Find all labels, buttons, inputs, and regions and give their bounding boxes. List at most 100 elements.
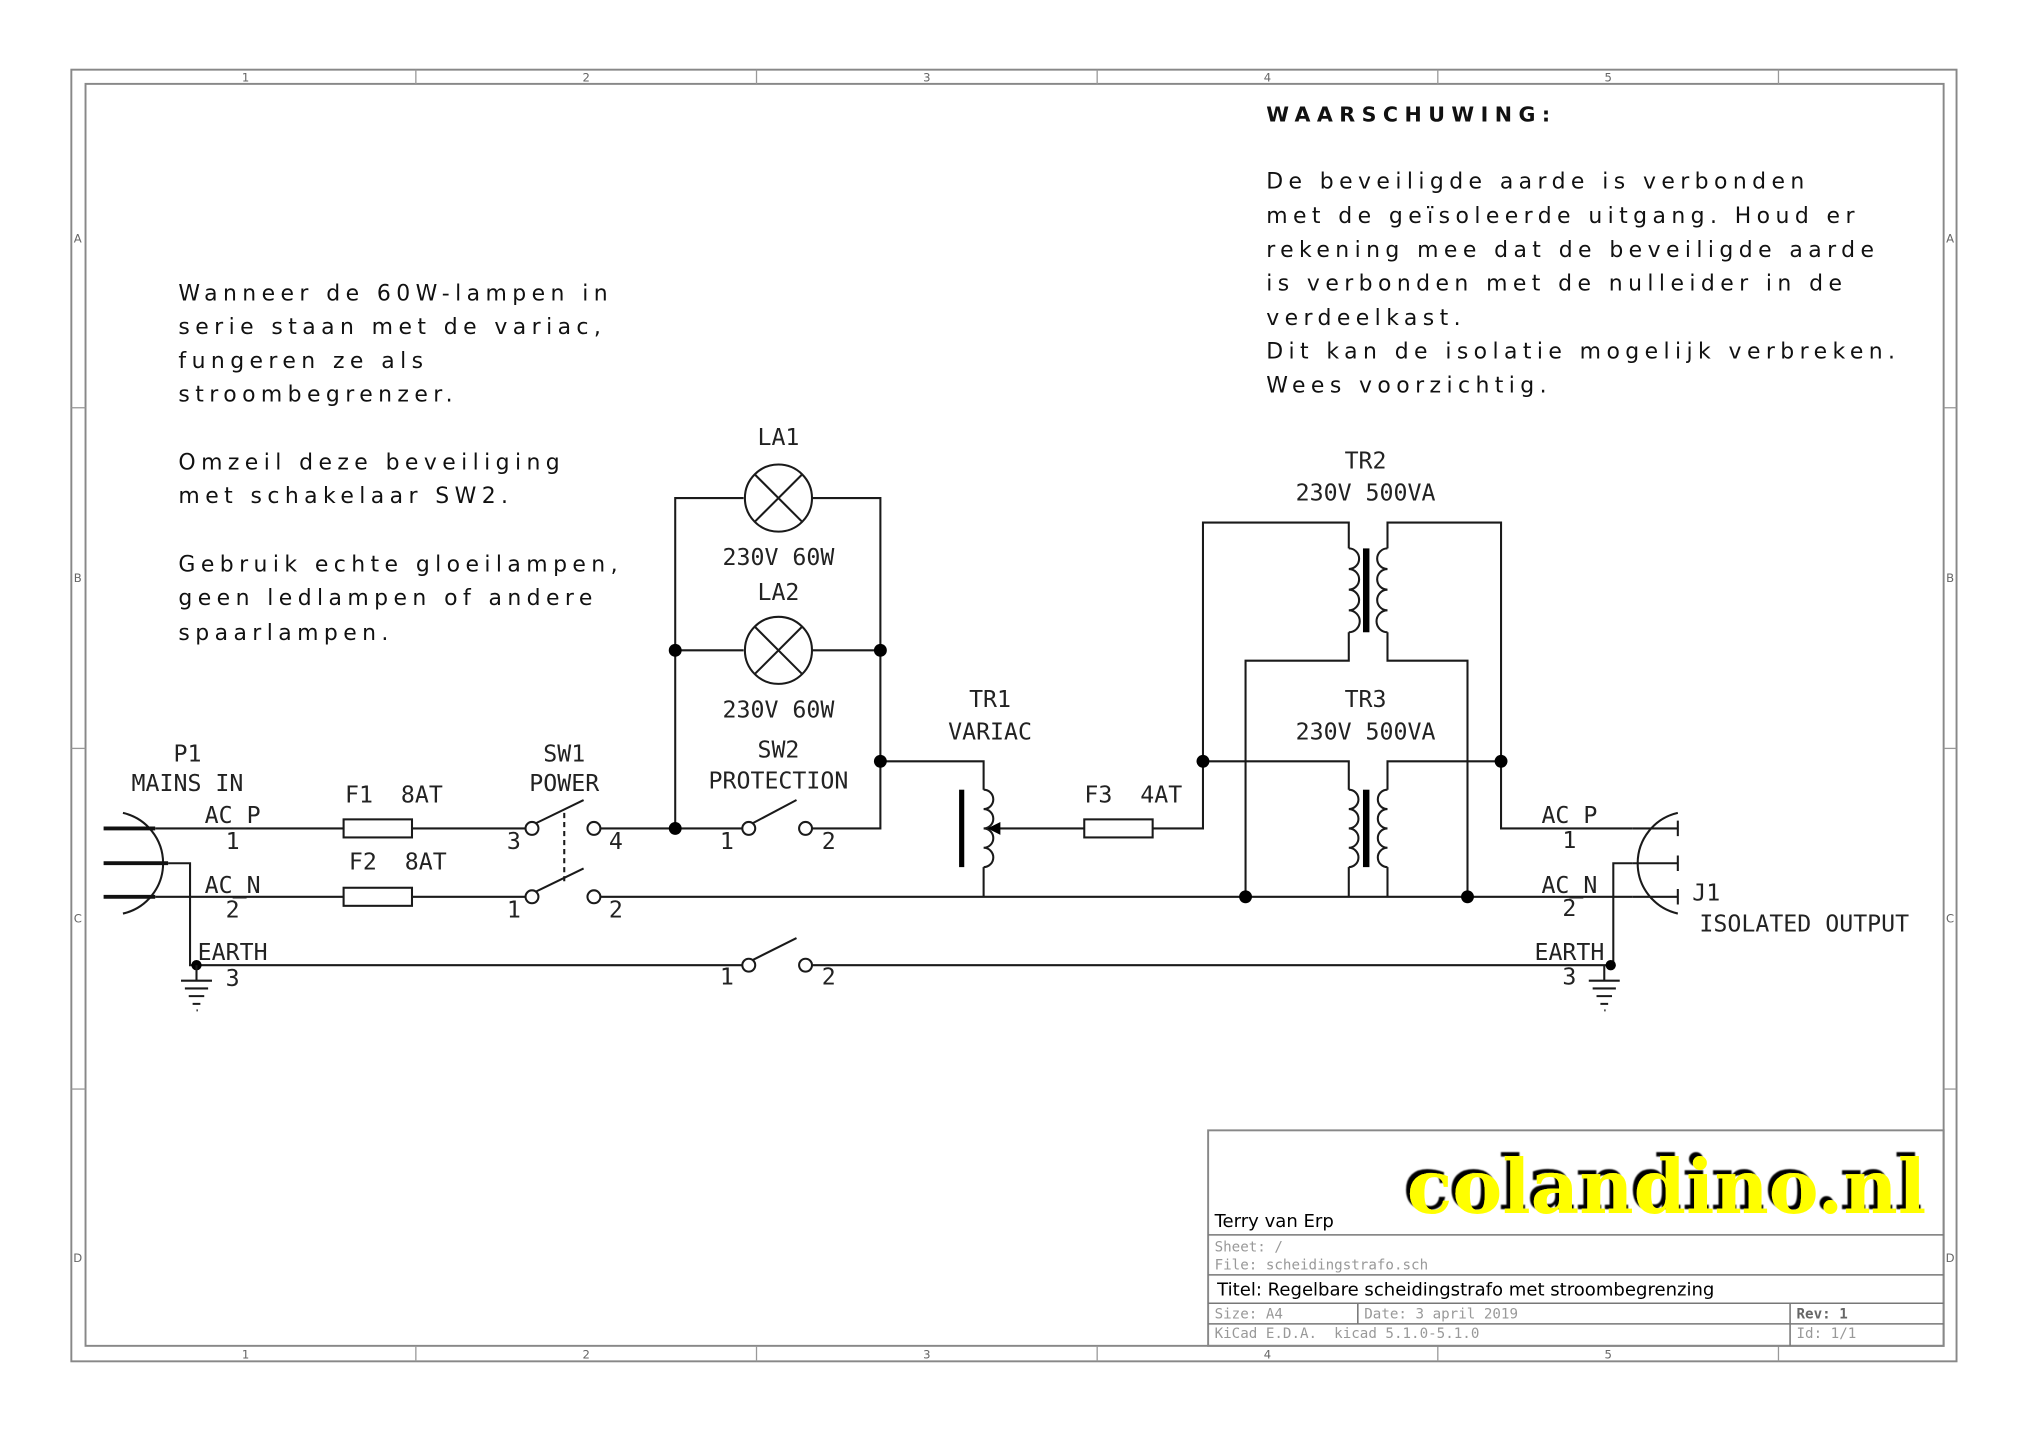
left-note: Wanneer de 60W-lampen in serie staan met… <box>178 282 623 646</box>
variac-tr1: TR1 VARIAC <box>948 686 1032 869</box>
pin-name: EARTH <box>1534 939 1604 966</box>
pin-number: 1 <box>1562 827 1576 854</box>
f3-label: F3 4AT <box>1084 782 1182 809</box>
warning-line: De beveiligde aarde is verbonden <box>1266 169 1810 194</box>
pin-name: AC_N <box>205 872 261 899</box>
pin-number: 3 <box>226 965 240 992</box>
revision: Rev: 1 <box>1797 1307 1848 1323</box>
warning-line: is verbonden met de nulleider in de <box>1266 271 1847 296</box>
sheet-title: Titel: Regelbare scheidingstrafo met str… <box>1216 1280 1714 1301</box>
tr2-value: 230V 500VA <box>1296 480 1436 507</box>
p1-ref: P1 <box>173 740 201 767</box>
f1-label: F1 8AT <box>345 782 443 809</box>
note-line: serie staan met de variac, <box>178 315 606 340</box>
paper-size: Size: A4 <box>1215 1307 1283 1323</box>
column-label: 5 <box>1604 70 1611 84</box>
tool-version: KiCad E.D.A. kicad 5.1.0-5.1.0 <box>1215 1326 1480 1342</box>
warning-line: met de geïsoleerde uitgang. Houd er <box>1266 204 1860 229</box>
j1-value: ISOLATED OUTPUT <box>1699 911 1909 938</box>
p1-value: MAINS IN <box>132 770 244 797</box>
column-label: 4 <box>1264 70 1271 84</box>
note-line: stroombegrenzer. <box>178 382 458 407</box>
fuse-f1: F1 8AT <box>342 782 443 839</box>
warning-line: verdeelkast. <box>1266 306 1466 331</box>
junctions <box>191 643 1616 971</box>
fuse-f2: F2 8AT <box>342 849 447 907</box>
note-line: Wanneer de 60W-lampen in <box>178 282 613 307</box>
note-line: Gebruik echte gloeilampen, <box>178 553 623 578</box>
row-label: D <box>73 1251 82 1265</box>
fuse-f3: F3 4AT <box>1083 782 1182 839</box>
la2-ref: LA2 <box>757 579 799 606</box>
column-label: 2 <box>582 70 589 84</box>
pin-number: 2 <box>822 964 836 991</box>
column-label: 5 <box>1604 1348 1611 1362</box>
row-label: A <box>1946 232 1954 246</box>
sw2-value: PROTECTION <box>709 767 849 794</box>
warning-line: Dit kan de isolatie mogelijk verbreken. <box>1266 340 1900 365</box>
warning-title: WAARSCHUWING: <box>1266 102 1556 126</box>
p1-mains-connector: P1 MAINS IN AC_P 1 AC_N 2 EARTH 3 <box>103 740 268 992</box>
j1-output-connector: AC_P 1 AC_N 2 EARTH 3 J1 ISOLATED OUTPUT <box>1534 802 1909 990</box>
warning-note: WAARSCHUWING: De beveiligde aarde is ver… <box>1266 102 1900 398</box>
pin-number: 2 <box>1562 895 1576 922</box>
pin-number: 2 <box>226 896 240 923</box>
sheet-id: Id: 1/1 <box>1797 1326 1857 1342</box>
row-label: C <box>1946 912 1954 926</box>
sheet-frame: 1 2 3 4 5 1 2 3 4 5 A B C D A B C D <box>70 68 1958 1363</box>
la1-ref: LA1 <box>757 424 799 451</box>
pin-number: 1 <box>720 828 734 855</box>
ground-icon <box>1588 965 1620 1012</box>
lamp-la1: LA1 230V 60W <box>723 424 835 571</box>
transformer-tr3: TR3 230V 500VA <box>1296 686 1436 869</box>
sheet-path: Sheet: / <box>1215 1240 1283 1256</box>
pin-number: 3 <box>507 828 521 855</box>
warning-line: Wees voorzichtig. <box>1266 373 1552 398</box>
column-label: 2 <box>582 1348 589 1362</box>
switch-earth: 1 2 <box>720 937 836 991</box>
tr3-ref: TR3 <box>1345 686 1387 713</box>
note-line: met schakelaar SW2. <box>178 484 513 509</box>
j1-ref: J1 <box>1692 880 1720 907</box>
pin-number: 4 <box>609 828 623 855</box>
tr2-ref: TR2 <box>1345 447 1387 474</box>
pin-number: 1 <box>226 828 240 855</box>
tr3-value: 230V 500VA <box>1296 718 1436 745</box>
colandino-logo: colandino.nl <box>1407 1143 1926 1231</box>
row-label: C <box>74 912 82 926</box>
row-label: A <box>74 232 82 246</box>
column-label: 3 <box>923 70 930 84</box>
la2-value: 230V 60W <box>723 696 835 723</box>
tr1-ref: TR1 <box>969 686 1011 713</box>
la1-value: 230V 60W <box>723 544 835 571</box>
row-label: D <box>1946 1251 1955 1265</box>
pin-name: EARTH <box>198 939 268 966</box>
warning-line: rekening mee dat de beveiligde aarde <box>1266 238 1879 263</box>
pin-number: 1 <box>507 896 521 923</box>
row-label: B <box>1946 571 1954 585</box>
file-name: File: scheidingstrafo.sch <box>1215 1258 1429 1274</box>
note-line: spaarlampen. <box>178 621 393 646</box>
pin-number: 1 <box>720 964 734 991</box>
sw1-value: POWER <box>529 770 599 797</box>
row-label: B <box>74 571 82 585</box>
title-block: colandino.nl Terry van Erp Sheet: / File… <box>1207 1129 1945 1347</box>
note-line: geen ledlampen of andere <box>178 586 597 611</box>
note-line: fungeren ze als <box>178 349 428 374</box>
note-line: Omzeil deze beveiliging <box>178 451 565 476</box>
pin-number: 2 <box>822 828 836 855</box>
pin-number: 2 <box>609 896 623 923</box>
switch-sw1: SW1 POWER 3 4 1 2 <box>507 740 623 923</box>
pin-name: AC_P <box>1541 802 1597 829</box>
pin-name: AC_P <box>205 802 261 829</box>
lamp-la2: LA2 230V 60W <box>723 579 835 723</box>
sw2-ref: SW2 <box>757 736 799 763</box>
pin-number: 3 <box>1562 964 1576 991</box>
switch-sw2: SW2 PROTECTION 1 2 <box>709 736 849 855</box>
f2-label: F2 8AT <box>349 849 447 876</box>
pin-name: AC_N <box>1541 872 1597 899</box>
ground-icon <box>181 965 212 1012</box>
date: Date: 3 april 2019 <box>1364 1307 1518 1323</box>
column-label: 4 <box>1264 1348 1271 1362</box>
transformer-tr2: TR2 230V 500VA <box>1296 447 1436 634</box>
